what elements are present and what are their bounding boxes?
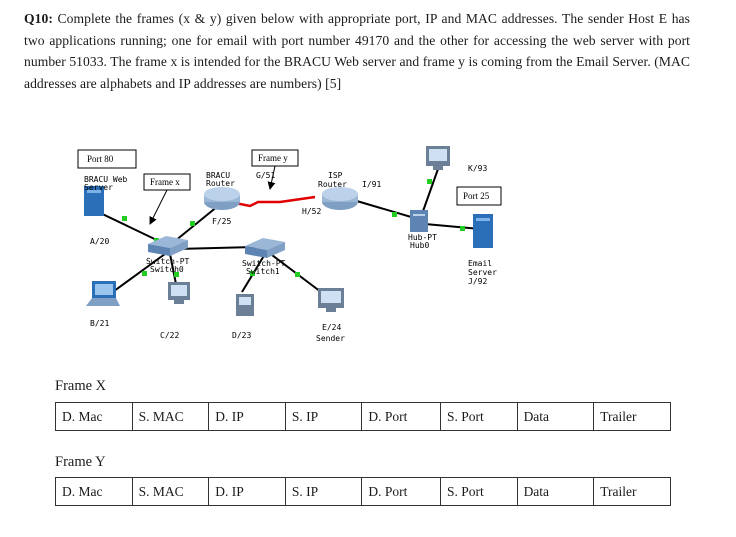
switch1-label-2: Switch1 — [246, 267, 280, 276]
question-body: Complete the frames (x & y) given below … — [24, 11, 690, 91]
pc-d-icon — [236, 294, 254, 316]
web-server-icon — [84, 186, 104, 216]
bracu-router-label-2: Router — [206, 179, 235, 188]
frame-x-cell: S. Port — [439, 402, 518, 431]
isp-router-icon — [322, 187, 358, 210]
switch0-label-2: Switch0 — [150, 265, 184, 274]
frame-y-cell: Data — [516, 477, 595, 506]
b-label: B/21 — [90, 319, 109, 328]
g-label: G/51 — [256, 171, 275, 180]
h-label: H/52 — [302, 207, 321, 216]
port80-label: Port 80 — [87, 154, 114, 164]
frame-y-cell: D. IP — [208, 477, 286, 506]
e-label-2: Sender — [316, 334, 345, 343]
port80-box — [77, 149, 137, 169]
hub-label-1: Hub-PT — [408, 233, 437, 242]
c-label: C/22 — [160, 331, 179, 340]
email-server-label-3: J/92 — [468, 277, 487, 286]
frame-y-cell: S. IP — [284, 477, 363, 506]
frame-y-cell: Trailer — [593, 477, 671, 506]
frame-x-cell: D. Port — [361, 402, 441, 431]
frame-y-cell: D. Mac — [55, 477, 133, 506]
web-server-label-1: BRACU Web — [84, 175, 128, 184]
frame-x-cell: Trailer — [593, 402, 671, 431]
hub-icon — [410, 210, 428, 232]
switch1-icon — [245, 238, 285, 258]
laptop-icon — [86, 281, 120, 306]
table-row: D. Mac S. MAC D. IP S. IP D. Port S. Por… — [55, 402, 671, 431]
frame-y-heading: Frame Y — [55, 454, 106, 470]
wan-link — [229, 195, 316, 208]
frame-x-cell: D. IP — [208, 402, 286, 431]
question-number: Q10: — [24, 11, 53, 26]
frame-x-heading: Frame X — [55, 378, 107, 394]
network-diagram: Port 80 Frame x Frame y Port 25 BRACU We… — [77, 146, 502, 343]
table-row: D. Mac S. MAC D. IP S. IP D. Port S. Por… — [55, 477, 671, 506]
i-label: I/91 — [362, 180, 381, 189]
question-text: Q10: Complete the frames (x & y) given b… — [24, 8, 690, 94]
frame-x-table: D. Mac S. MAC D. IP S. IP D. Port S. Por… — [55, 402, 671, 431]
isp-router-label-1: ISP — [328, 171, 343, 180]
frame-x-cell: D. Mac — [55, 402, 133, 431]
email-server-icon — [473, 214, 493, 248]
d-label: D/23 — [232, 331, 251, 340]
pc-k-icon — [426, 146, 450, 170]
port25-label: Port 25 — [463, 191, 490, 201]
a-label: A/20 — [90, 237, 109, 246]
isp-router-label-2: Router — [318, 180, 347, 189]
bracu-router-icon — [204, 187, 240, 210]
frame-x-label: Frame x — [150, 177, 180, 187]
bracu-router-label-1: BRACU — [206, 171, 230, 180]
email-server-label-2: Server — [468, 268, 497, 277]
frame-y-table: D. Mac S. MAC D. IP S. IP D. Port S. Por… — [55, 477, 671, 506]
e-label-1: E/24 — [322, 323, 341, 332]
frame-x-cell: S. MAC — [131, 402, 210, 431]
frame-x-cell: Data — [516, 402, 595, 431]
frame-y-label: Frame y — [258, 153, 288, 163]
frame-y-cell: S. Port — [439, 477, 518, 506]
web-server-label-2: Server — [84, 183, 113, 192]
pc-e-icon — [318, 288, 344, 312]
switch0-label-1: Switch-PT — [146, 257, 190, 266]
pc-c-icon — [168, 282, 190, 304]
frame-y-cell: D. Port — [361, 477, 441, 506]
frame-y-cell: S. MAC — [131, 477, 210, 506]
f-label: F/25 — [212, 217, 231, 226]
email-server-label-1: Email — [468, 259, 492, 268]
switch1-label-1: Switch-PT — [242, 259, 286, 268]
port25-box — [456, 186, 502, 206]
hub-label-2: Hub0 — [410, 241, 429, 250]
frame-x-cell: S. IP — [284, 402, 363, 431]
switch0-icon — [148, 236, 188, 256]
k-label: K/93 — [468, 164, 487, 173]
